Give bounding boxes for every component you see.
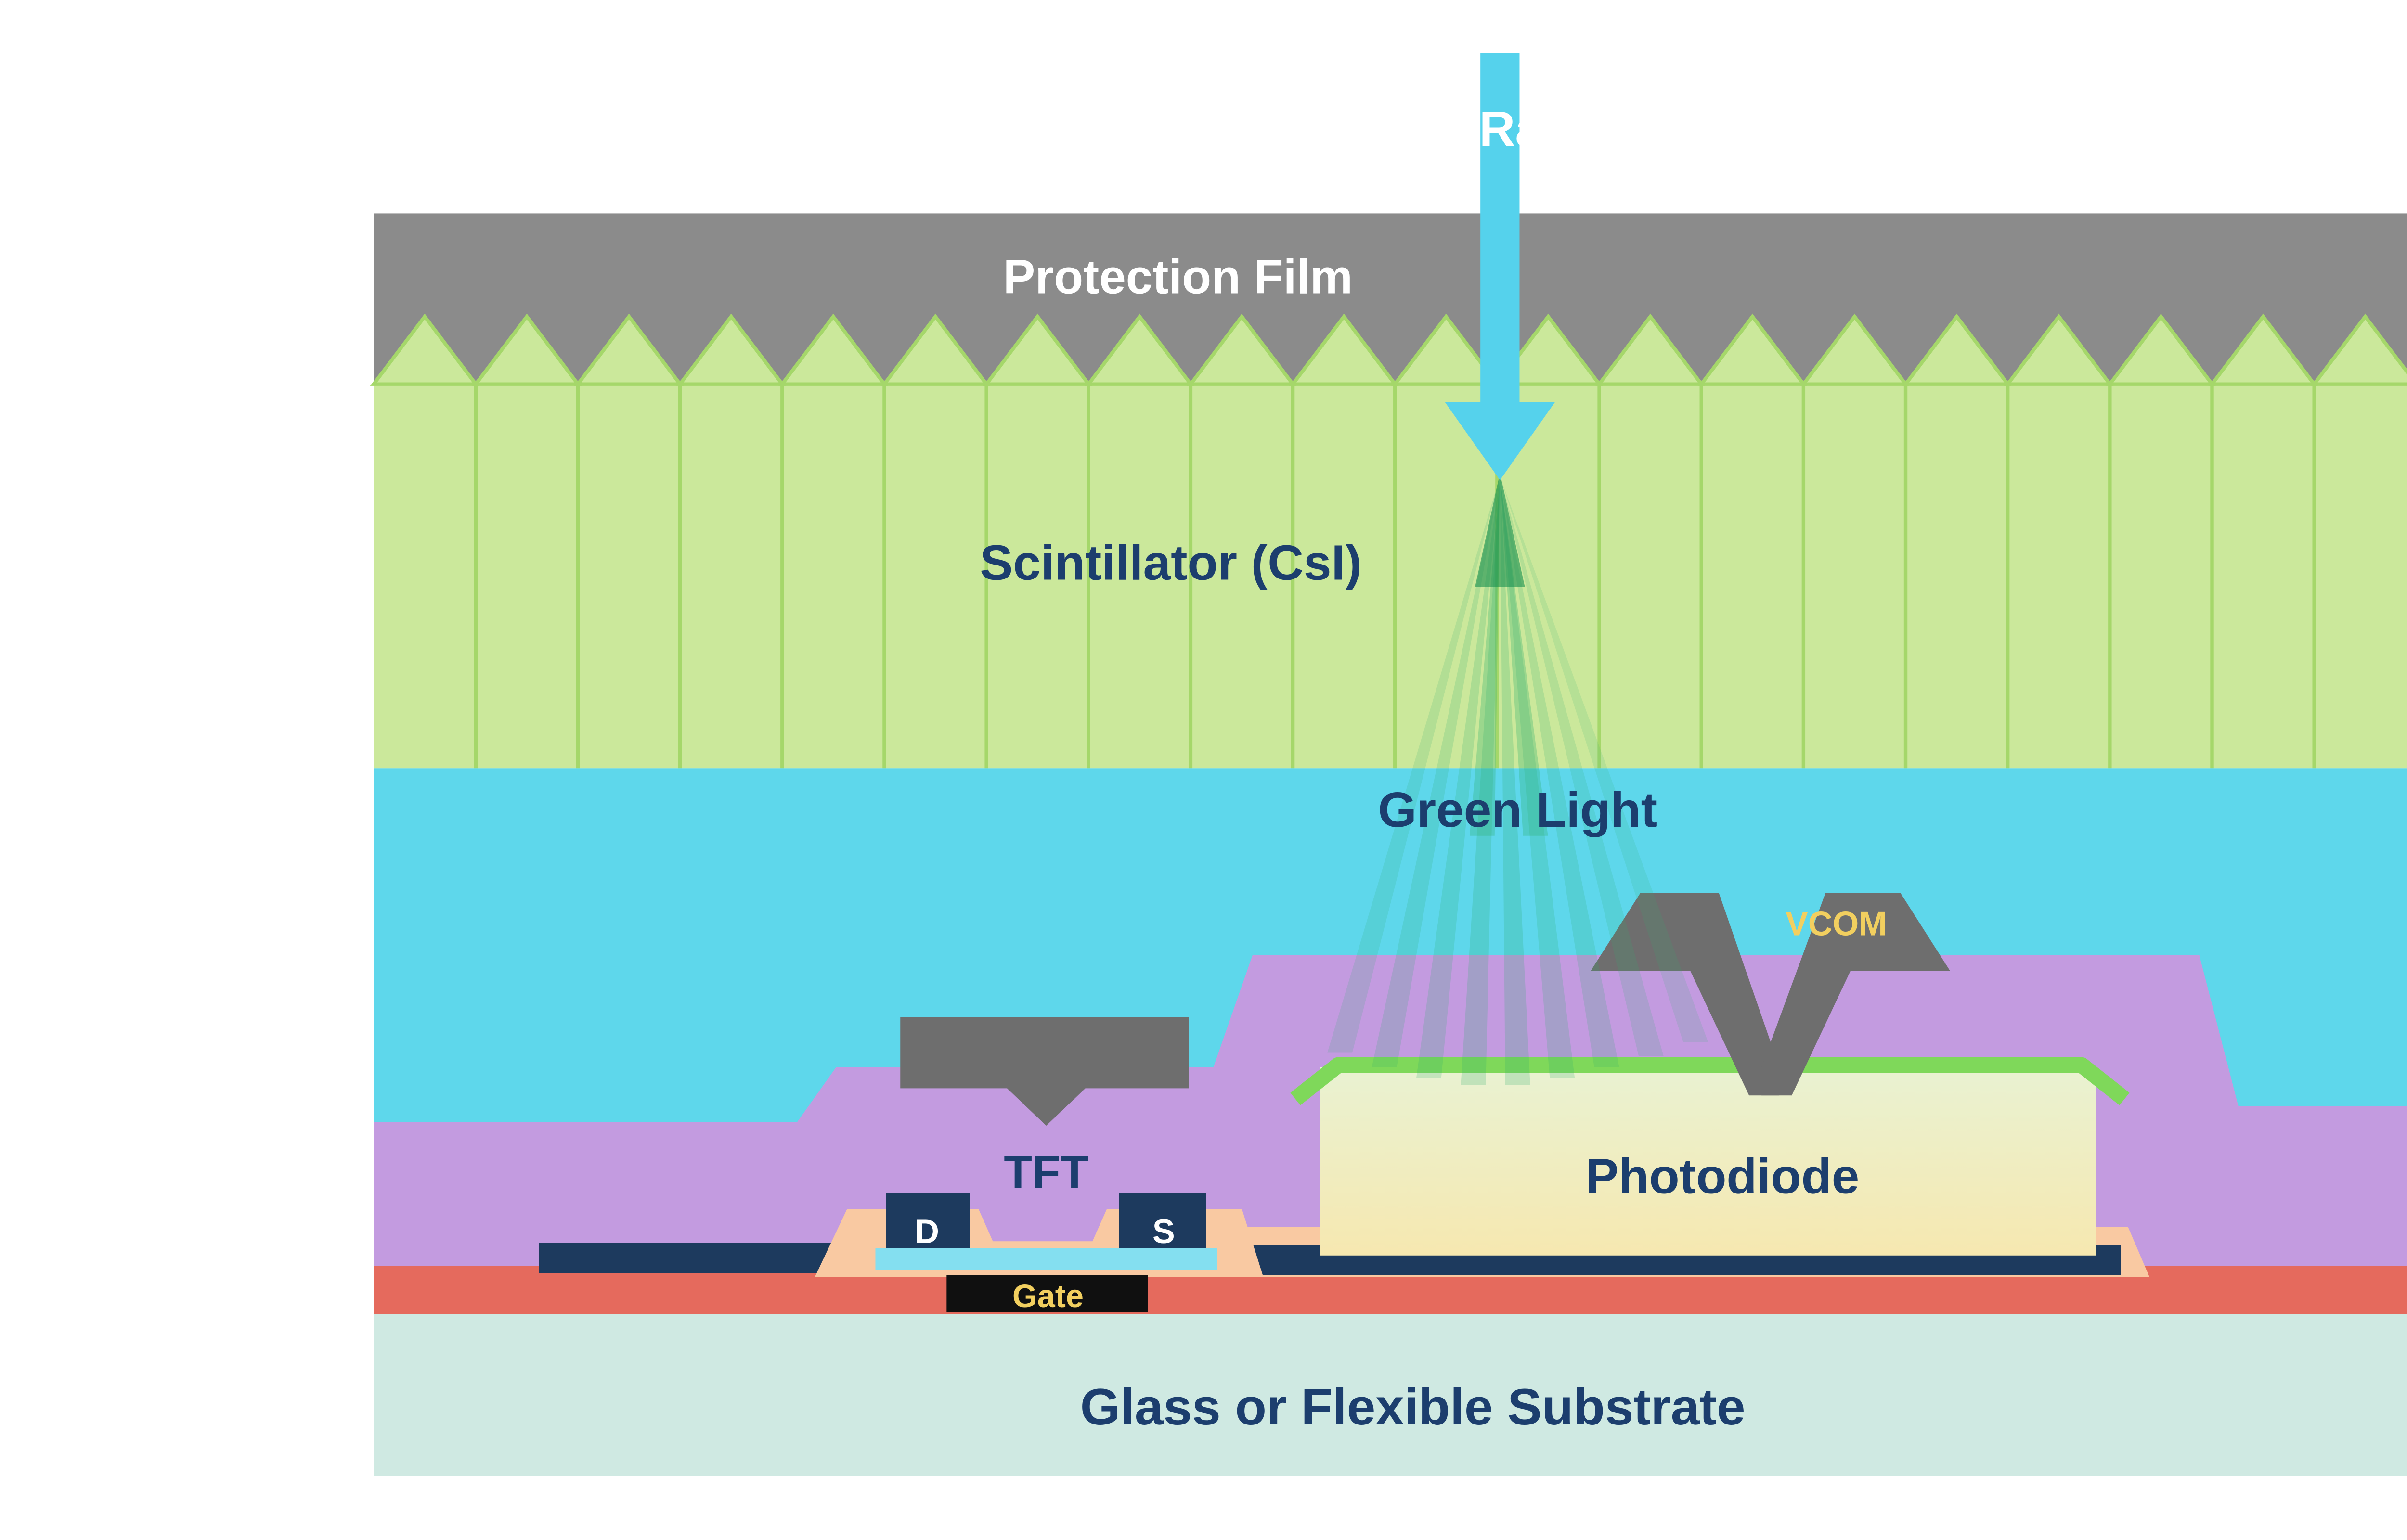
scintillator-label: Scintillator (CsI) (980, 535, 1361, 590)
scintillator-needles (370, 313, 2407, 769)
tft-channel (875, 1248, 1217, 1270)
xray-arrow (1445, 53, 1555, 480)
scintillator-layer (374, 382, 2407, 769)
photodiode-top-contact (1290, 1057, 2130, 1105)
gate-label: Gate (1012, 1279, 1084, 1314)
drain-electrode (886, 1193, 970, 1248)
vcom-electrode-left (1591, 892, 1780, 1096)
substrate-label: Glass or Flexible Substrate (1080, 1378, 1746, 1436)
tft-drain-label: D (915, 1212, 939, 1250)
green-light-label: Green Light (1378, 782, 1657, 837)
substrate-layer (374, 1314, 2407, 1476)
gate-electrode (946, 1275, 1148, 1313)
protection-film-layer (374, 213, 2407, 385)
vcom-label: VCOM (1786, 905, 1887, 943)
xray-label: X-Ray (1429, 101, 1570, 156)
tft-label: TFT (1004, 1146, 1088, 1198)
source-electrode (1119, 1193, 1206, 1248)
photodiode-body (1320, 1067, 2096, 1256)
protection-film-label: Protection Film (1003, 251, 1353, 304)
photodiode-label: Photodiode (1585, 1148, 1859, 1204)
data-metal-bar-left (539, 1243, 838, 1273)
gate-line-electrode (900, 1017, 1189, 1126)
vcom-electrode-right (1761, 892, 1950, 1096)
tft-source-label: S (1152, 1212, 1175, 1250)
